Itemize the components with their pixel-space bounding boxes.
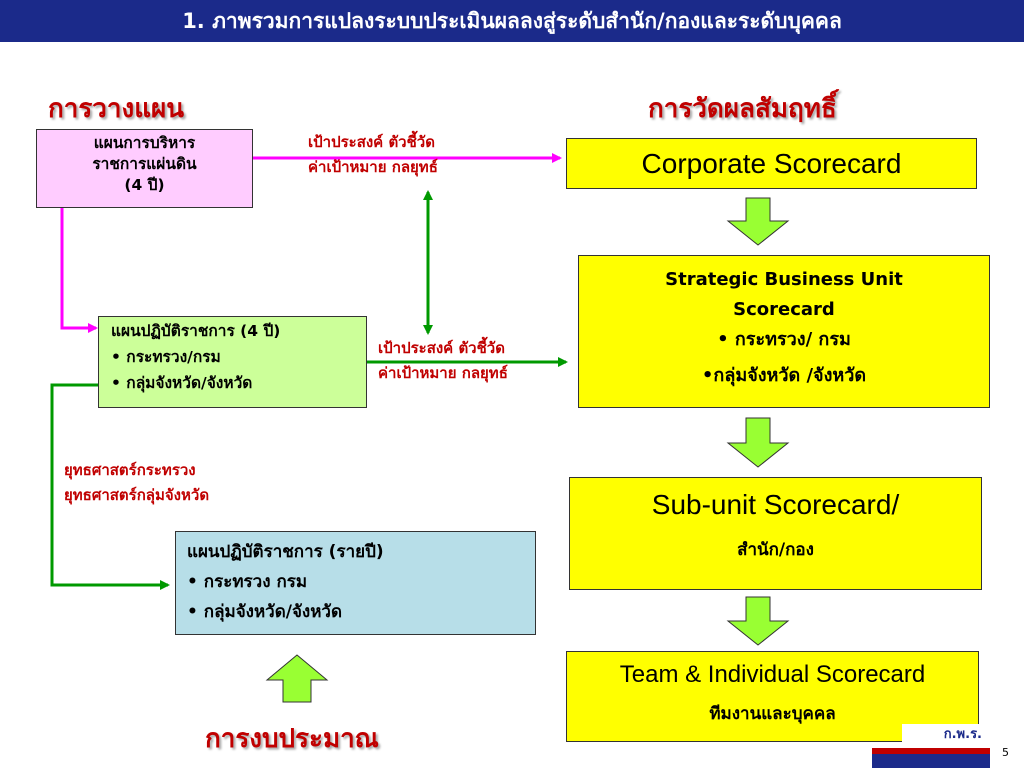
sbu-scorecard-box: Strategic Business Unit Scorecard • กระท… [578,255,990,408]
mid-arrow-label-line1: เป้าประสงค์ ตัวชี้วัด [378,339,505,357]
corporate-scorecard-label: Corporate Scorecard [641,148,902,179]
slide-title: 1. ภาพรวมการแปลงระบบประเมินผลลงสู่ระดับส… [0,0,1024,42]
four-year-plan-box: แผนปฏิบัติราชการ (4 ปี) • กระทรวง/กรม • … [98,316,367,408]
opdc-logo: ก.พ.ร. [872,724,990,768]
logo-red-stripe [872,748,990,754]
subunit-scorecard-line1: Sub-unit Scorecard/ [651,489,900,520]
sbu-scorecard-line3: • กระทรวง/ กรม [717,329,851,350]
national-plan-line2: ราชการแผ่นดิน [92,155,197,173]
strategy-label-line1: ยุทธศาสตร์กระทรวง [64,461,196,479]
down-arrow-3 [726,596,790,646]
sbu-scorecard-line4: •กลุ่มจังหวัด /จังหวัด [701,365,867,386]
budget-heading: การงบประมาณ [205,724,379,754]
four-year-plan-title: แผนปฏิบัติราชการ (4 ปี) [111,322,281,340]
sbu-scorecard-line2: Scorecard [733,299,835,320]
strategy-label-line2: ยุทธศาสตร์กลุ่มจังหวัด [64,486,210,504]
corporate-scorecard-box: Corporate Scorecard [566,138,977,189]
team-scorecard-line2: ทีมงานและบุคคล [709,704,836,724]
up-arrow-budget [265,654,329,703]
annual-plan-title: แผนปฏิบัติราชการ (รายปี) [187,542,384,562]
annual-plan-box: แผนปฏิบัติราชการ (รายปี) • กระทรวง กรม •… [175,531,536,635]
annual-plan-item-ministry: • กระทรวง กรม [187,572,308,592]
down-arrow-2 [726,417,790,468]
top-arrow-label: เป้าประสงค์ ตัวชี้วัด ค่าเป้าหมาย กลยุทธ… [308,130,438,180]
sbu-scorecard-line1: Strategic Business Unit [665,269,903,290]
national-plan-line1: แผนการบริหาร [93,134,196,152]
logo-text: ก.พ.ร. [902,724,986,746]
annual-plan-item-province: • กลุ่มจังหวัด/จังหวัด [187,602,343,622]
subunit-scorecard-box: Sub-unit Scorecard/ สำนัก/กอง [569,477,982,590]
planning-heading: การวางแผน [48,94,184,124]
national-plan-line3: (4 ปี) [124,176,165,194]
down-arrow-1 [726,197,790,246]
national-plan-box: แผนการบริหาร ราชการแผ่นดิน (4 ปี) [36,129,253,208]
mid-arrow-label: เป้าประสงค์ ตัวชี้วัด ค่าเป้าหมาย กลยุทธ… [378,336,508,386]
team-scorecard-line1: Team & Individual Scorecard [619,661,926,688]
green-arrow-to-annual [50,383,170,590]
four-year-plan-item-ministry: • กระทรวง/กรม [111,348,221,366]
top-arrow-label-line2: ค่าเป้าหมาย กลยุทธ์ [308,158,438,176]
top-arrow-label-line1: เป้าประสงค์ ตัวชี้วัด [308,133,435,151]
page-number: 5 [1002,746,1009,759]
magenta-arrow-to-plan [60,208,98,333]
measurement-heading: การวัดผลสัมฤทธิ์ [648,94,837,124]
logo-blue-stripe [872,754,990,768]
strategy-label: ยุทธศาสตร์กระทรวง ยุทธศาสตร์กลุ่มจังหวัด [64,458,209,508]
four-year-plan-item-province: • กลุ่มจังหวัด/จังหวัด [111,374,253,392]
subunit-scorecard-line2: สำนัก/กอง [737,540,814,560]
mid-arrow-label-line2: ค่าเป้าหมาย กลยุทธ์ [378,364,508,382]
